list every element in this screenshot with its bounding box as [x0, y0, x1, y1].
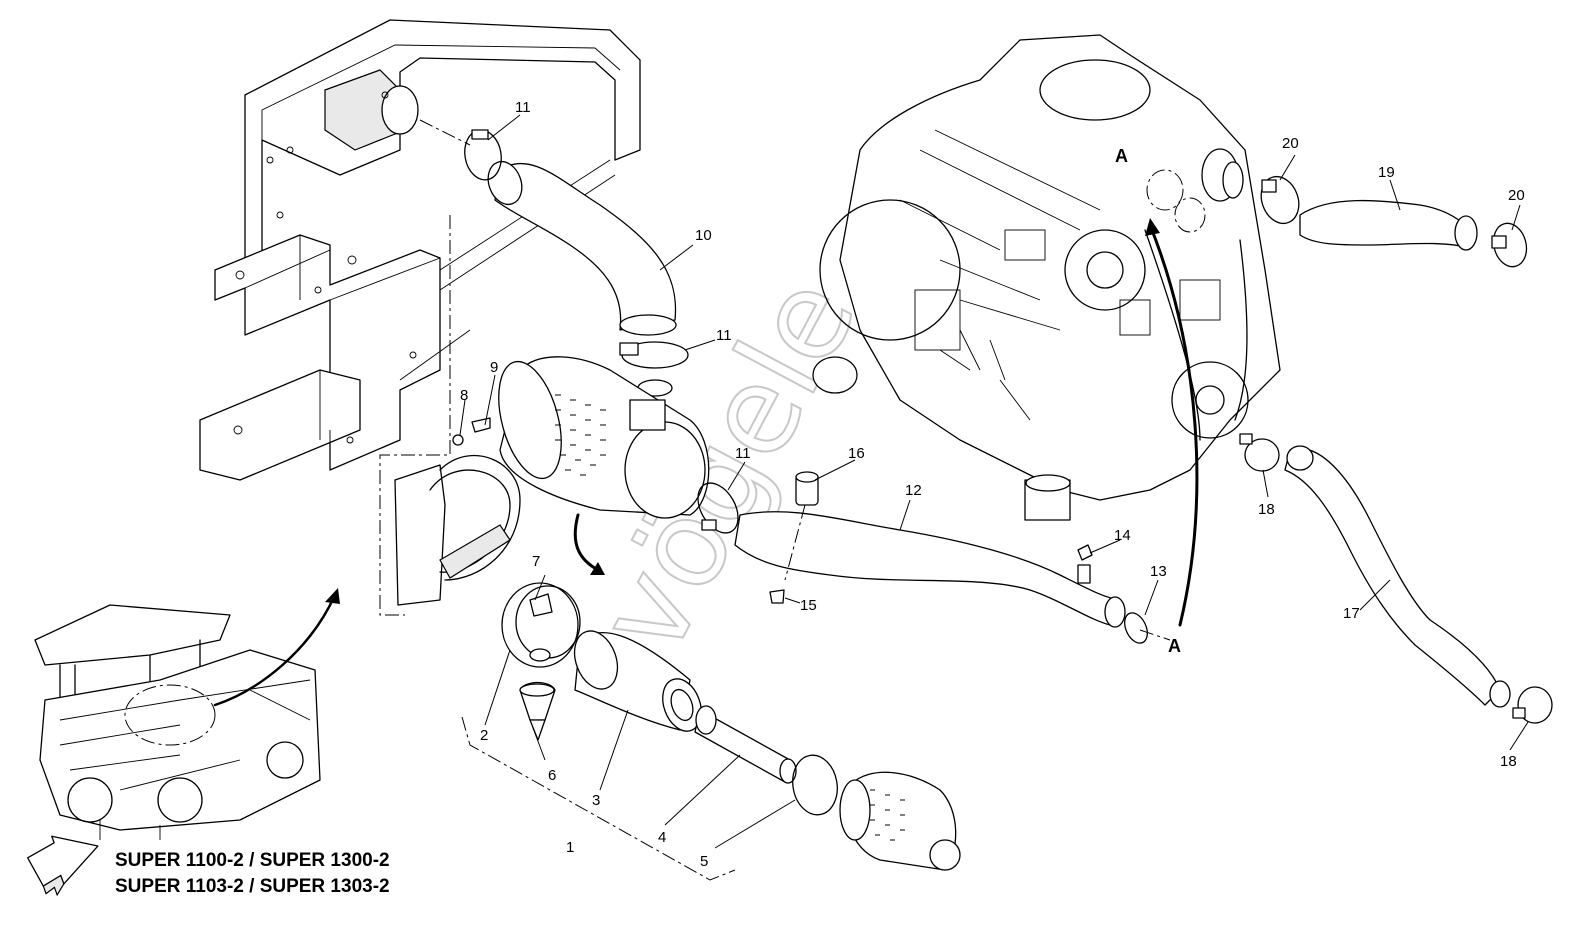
- filter-cover-2: [501, 582, 581, 668]
- clamp-11-upper: [464, 129, 502, 181]
- marker-arrowhead-a: [1145, 218, 1160, 236]
- clamp-13: [1124, 612, 1148, 644]
- hose-19: [1299, 199, 1478, 251]
- seal-ring-5: [792, 754, 838, 816]
- callout-13: 13: [1150, 563, 1167, 580]
- callout-18-upper: 18: [1258, 501, 1275, 518]
- callout-10: 10: [695, 227, 712, 244]
- valve-6: [519, 681, 556, 741]
- callout-18-lower: 18: [1500, 753, 1517, 770]
- callout-14: 14: [1114, 527, 1131, 544]
- filter-element-3: [573, 630, 702, 732]
- engine-outlet: [1222, 161, 1244, 199]
- clamp-11-lower: [697, 482, 739, 534]
- engine: [812, 34, 1281, 521]
- callout-3: 3: [592, 792, 600, 809]
- centerline-plug: [784, 504, 806, 581]
- clamp-18-lower: [1512, 686, 1553, 724]
- marker-arrow-a: [1148, 223, 1199, 627]
- callout-11-upper: 11: [515, 99, 531, 116]
- model-line-2: SUPER 1103-2 / SUPER 1303-2: [115, 876, 390, 897]
- leader-lines: [459, 114, 1529, 849]
- callout-17: 17: [1343, 605, 1360, 622]
- air-filter-housing: [498, 356, 710, 519]
- clamp-20-left: [1260, 175, 1300, 225]
- filter-mounting-band: [394, 417, 521, 606]
- callout-11-lower: 11: [735, 445, 751, 462]
- callout-19: 19: [1378, 164, 1395, 181]
- callout-2: 2: [480, 727, 488, 744]
- clamp-18-upper: [1239, 433, 1280, 472]
- paver-thumbnail: [34, 588, 340, 840]
- plug-16: [795, 471, 819, 506]
- filter-assembly: [839, 771, 961, 871]
- hose-10: [487, 160, 677, 336]
- clamp-11-middle: [619, 341, 689, 397]
- centerline-pipe-a: [1139, 629, 1171, 641]
- callout-16: 16: [848, 445, 865, 462]
- flow-arrow-icon: [573, 513, 605, 575]
- callout-15: 15: [800, 597, 817, 614]
- marker-a-pipe: A: [1168, 636, 1181, 656]
- callout-6: 6: [548, 767, 556, 784]
- callout-20-left: 20: [1282, 135, 1299, 152]
- callout-20-right: 20: [1508, 187, 1525, 204]
- callout-9: 9: [490, 359, 498, 376]
- callout-8: 8: [460, 387, 468, 404]
- view-direction-arrow-icon: [27, 835, 99, 897]
- callout-4: 4: [658, 829, 666, 846]
- safety-element-4: [694, 705, 797, 784]
- mounting-bracket: [199, 19, 641, 481]
- callout-7: 7: [532, 553, 540, 570]
- callout-1: 1: [566, 839, 574, 856]
- nipple-15: [769, 589, 785, 604]
- clamp-20-right: [1491, 222, 1528, 268]
- marker-a-engine: A: [1115, 146, 1128, 166]
- model-line-1: SUPER 1100-2 / SUPER 1300-2: [115, 850, 390, 871]
- hose-12: [734, 511, 1126, 628]
- callout-5: 5: [700, 853, 708, 870]
- centerline-vertical: [379, 215, 451, 616]
- callout-11-middle: 11: [716, 327, 732, 344]
- callout-12: 12: [905, 482, 922, 499]
- centerline-bracket: [419, 119, 471, 146]
- hose-17: [1284, 445, 1511, 708]
